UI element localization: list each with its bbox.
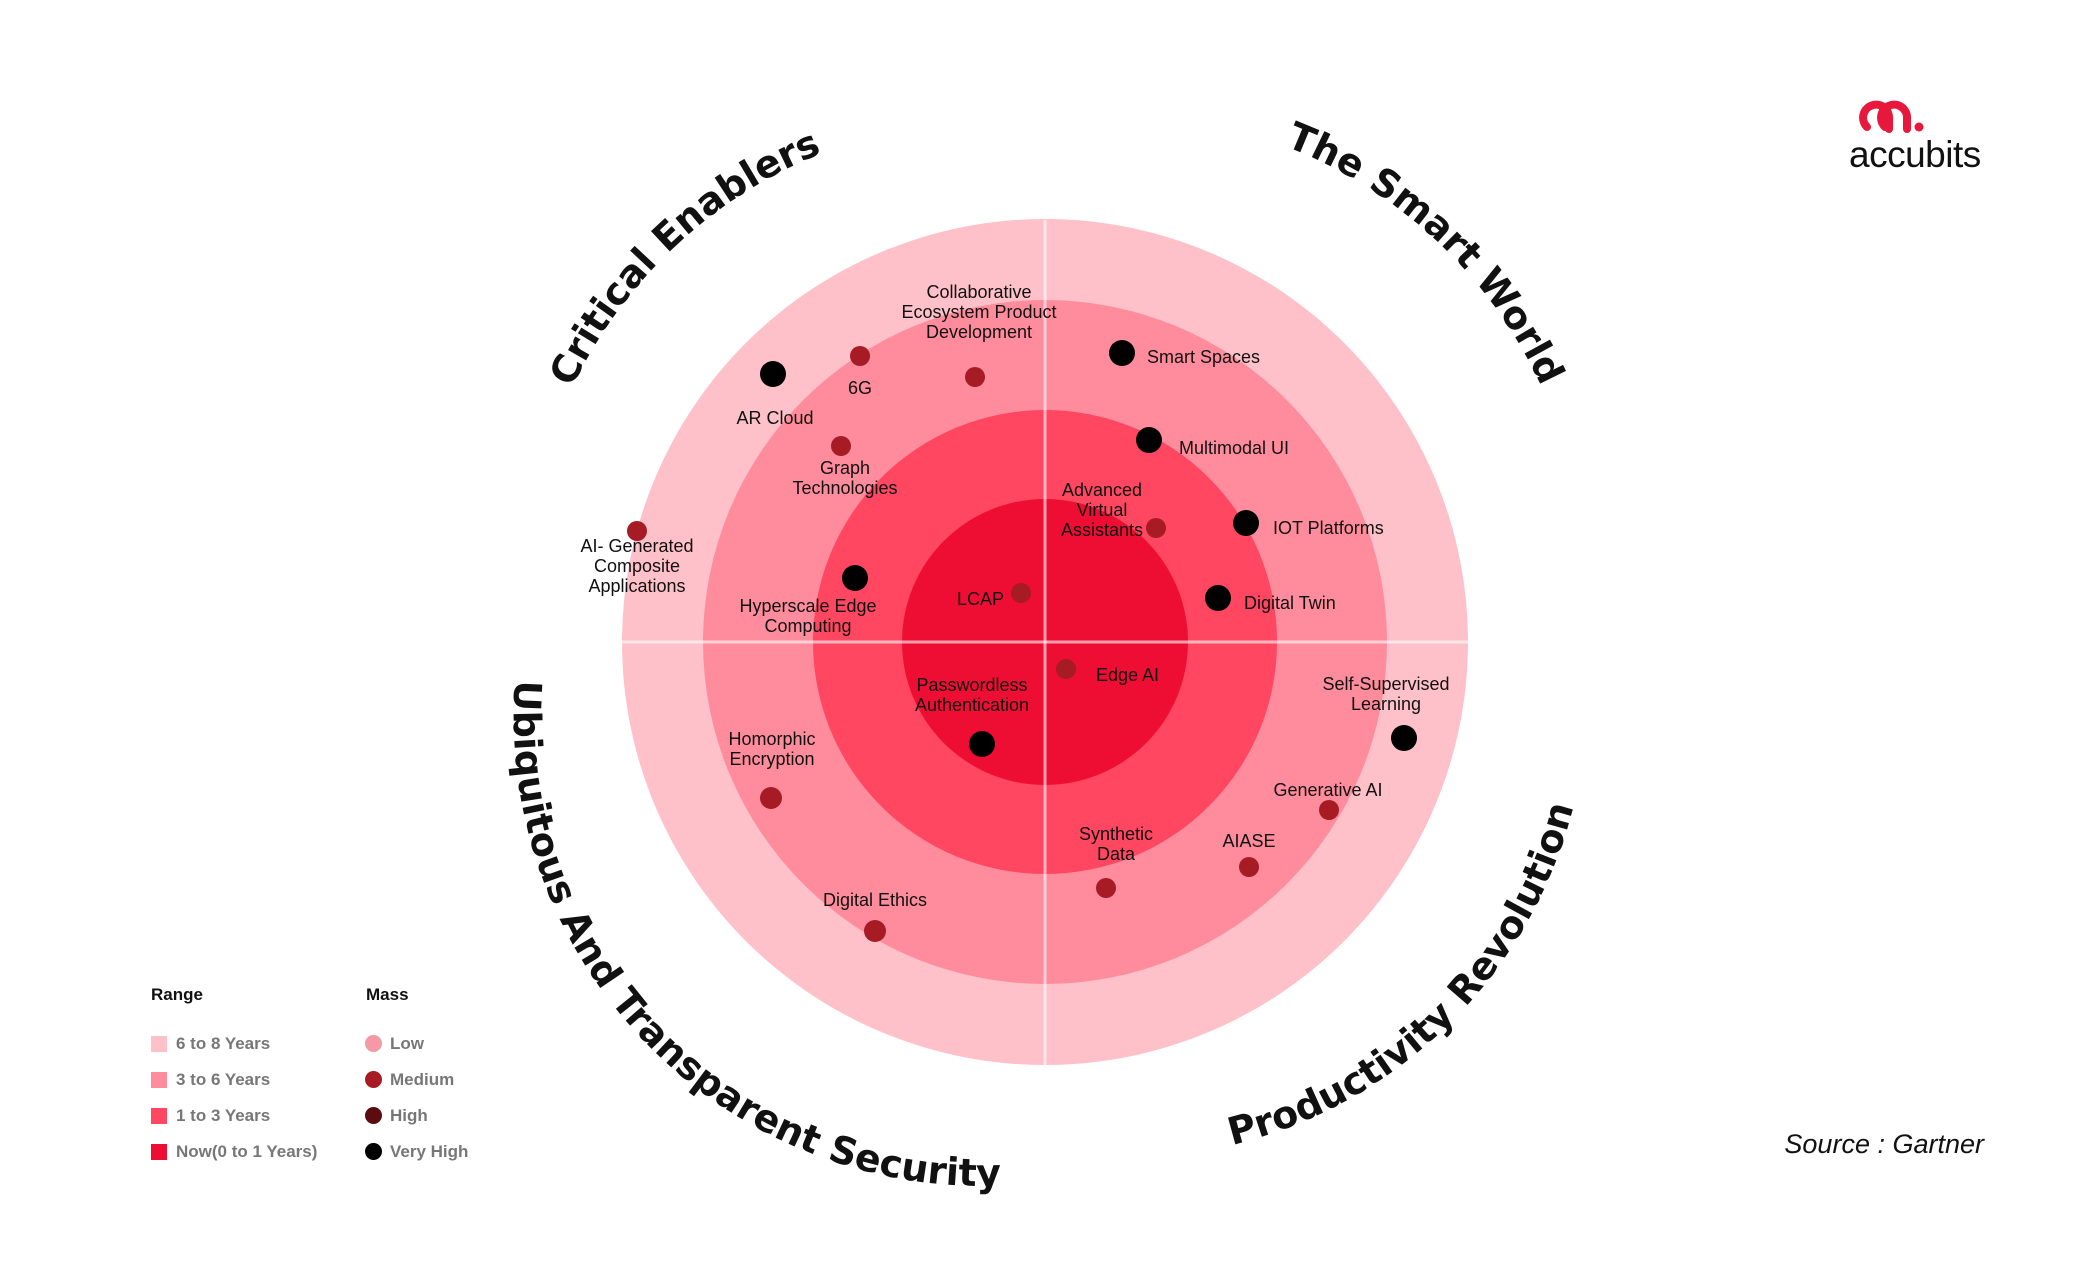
technology-label: AR Cloud [736, 408, 813, 428]
range-swatch [151, 1144, 167, 1160]
technology-dot [1136, 427, 1162, 453]
technology-dot [1109, 340, 1135, 366]
range-swatch [151, 1108, 167, 1124]
technology-dot [1146, 518, 1166, 538]
technology-dot [831, 436, 851, 456]
technology-dot [760, 787, 782, 809]
source-note: Source : Gartner [1784, 1129, 1984, 1159]
technology-label: AIASE [1222, 831, 1275, 851]
range-swatch [151, 1036, 167, 1052]
mass-dot [365, 1143, 382, 1160]
technology-dot [1011, 583, 1031, 603]
technology-label: Smart Spaces [1147, 347, 1260, 367]
technology-label: Digital Ethics [823, 890, 927, 910]
technology-dot [1096, 878, 1116, 898]
technology-dot [1319, 800, 1339, 820]
legend-mass-title: Mass [366, 985, 409, 1004]
technology-dot [1239, 857, 1259, 877]
logo-wordmark: accubits [1849, 134, 1981, 175]
technology-dot [965, 367, 985, 387]
technology-dot [1205, 585, 1231, 611]
technology-dot [850, 346, 870, 366]
technology-dot [842, 565, 868, 591]
technology-label: LCAP [957, 589, 1004, 609]
technology-dot [1056, 659, 1076, 679]
technology-label: IOT Platforms [1273, 518, 1384, 538]
accubits-logo [1859, 100, 1924, 133]
technology-dot [969, 731, 995, 757]
technology-label: Multimodal UI [1179, 438, 1289, 458]
range-swatch [151, 1072, 167, 1088]
technology-label: 6G [848, 378, 872, 398]
technology-label: Generative AI [1273, 780, 1382, 800]
legend-range-title: Range [151, 985, 203, 1004]
technology-dot [1233, 510, 1259, 536]
technology-dot [627, 521, 647, 541]
mass-dot [365, 1071, 382, 1088]
mass-dot [365, 1107, 382, 1124]
mass-dot [365, 1035, 382, 1052]
technology-dot [760, 361, 786, 387]
technology-label: Digital Twin [1244, 593, 1336, 613]
technology-label: Edge AI [1096, 665, 1159, 685]
technology-dot [1391, 725, 1417, 751]
technology-dot [864, 920, 886, 942]
